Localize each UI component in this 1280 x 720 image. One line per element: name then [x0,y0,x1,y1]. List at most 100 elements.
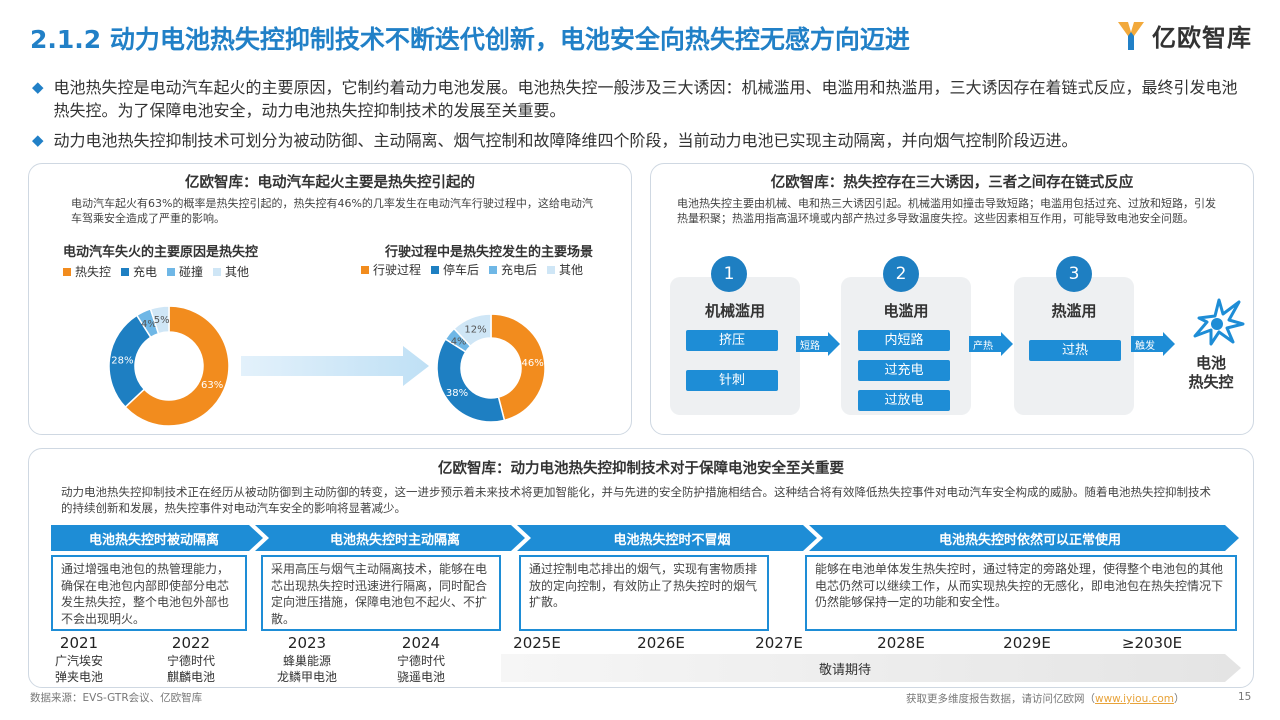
phase-label-2: 电池热失控时主动隔离 [329,532,460,548]
legend-swatch [121,268,130,276]
phase-desc-3: 通过控制电芯排出的烟气，实现有害物质排放的定向控制，有效防止了热失控时的烟气扩散… [519,555,769,631]
bullet-2: ◆ 动力电池热失控抑制技术可划分为被动防御、主动隔离、烟气控制和故障降维四个阶段… [32,129,1252,152]
timeline-year: 2028E [877,634,925,652]
phase-desc-4: 能够在电池单体发生热失控时，通过特定的旁路处理，使得整个电池包的其他电芯仍然可以… [805,555,1237,631]
stage-name-3: 热滥用 [1051,302,1097,320]
stage-name-2: 电滥用 [883,302,929,320]
transition-arrow-icon [241,346,429,386]
legend-label: 充电后 [501,263,538,277]
donut-slice-其他 [149,305,170,335]
timeline-product: 骁遥电池 [396,670,445,684]
timeline-year: 2025E [513,634,561,652]
panel-desc: 动力电池热失控抑制技术正在经历从被动防御到主动防御的转变，这一进步预示着未来技术… [61,485,1211,515]
panel-title: 亿欧智库：电动汽车起火主要是热失控引起的 [185,175,475,191]
cause-item: 过充电 [858,360,950,381]
flow-arrow-1: 短路 [796,332,840,360]
donut-slice-其他 [452,313,492,348]
logo-icon [1118,21,1144,50]
donut-slice-行驶过程 [490,313,546,422]
timeline-year: 2024 [401,634,441,652]
legend-swatch [361,266,369,274]
bullet-text: 动力电池热失控抑制技术可划分为被动防御、主动隔离、烟气控制和故障降维四个阶段，当… [53,131,1078,150]
timeline-year: 2022 [171,634,211,652]
legend-swatch [431,266,440,274]
result-label: 电池 热失控 [1188,354,1234,391]
legend-label: 其他 [559,263,584,277]
phase-label-3: 电池热失控时不冒烟 [613,532,731,548]
donut-label: 46% [522,358,544,369]
legend-swatch [489,266,498,274]
legend-label: 行驶过程 [373,263,422,277]
legend-label: 充电 [133,265,158,279]
legend-item: 热失控 [63,263,111,280]
panel-desc: 电池热失控主要由机械、电和热三大诱因引起。机械滥用如撞击导致短路；电滥用包括过充… [677,197,1216,225]
future-band [501,654,1241,682]
chart-2-title: 行驶过程中是热失控发生的主要场景 [385,245,594,260]
bullet-text: 电池热失控是电动汽车起火的主要原因，它制约着动力电池发展。电池热失控一般涉及三大… [53,78,1238,120]
timeline-product: 龙鳞甲电池 [276,670,337,684]
timeline-year: 2029E [1003,634,1051,652]
flow-arrow-2: 产热 [969,332,1013,360]
page-number: 15 [1238,691,1252,703]
panel-desc: 电动汽车起火有63%的概率是热失控引起的，热失控有46%的几率发生在电动汽车行驶… [71,197,593,225]
timeline-year: 2023 [287,634,327,652]
diamond-icon: ◆ [32,131,44,149]
legend-swatch [213,268,222,276]
panel-title: 亿欧智库：动力电池热失控抑制技术对于保障电池安全至关重要 [438,461,844,477]
chart-1-title: 电动汽车失火的主要原因是热失控 [63,245,259,260]
cause-item: 针刺 [686,370,778,391]
donut-label: 4% [141,319,157,330]
timeline-year: 2021 [59,634,99,652]
donut-label: 5% [154,315,170,326]
donut-label: 63% [201,380,223,391]
data-source: 数据来源：EVS-GTR会议、亿欧智库 [30,692,203,704]
legend-item: 充电 [121,263,157,280]
cause-item: 过放电 [858,390,950,411]
brand-logo: 亿欧智库 [1116,18,1252,53]
legend-label: 停车后 [443,263,480,277]
chart-1-legend: 热失控 充电 碰撞 其他 [63,263,249,280]
timeline-product: 麒麟电池 [166,670,215,684]
legend-item: 其他 [547,261,583,278]
timeline-company: 蜂巢能源 [282,654,331,668]
explosion-icon [1193,298,1245,346]
flow-arrow-3: 触发 [1131,332,1175,360]
page-title: 2.1.2 动力电池热失控抑制技术不断迭代创新，电池安全向热失控无感方向迈进 [30,25,910,54]
timeline-company: 广汽埃安 [54,654,103,668]
phase-chevron-bar [51,525,1239,551]
diamond-icon: ◆ [32,78,44,96]
stage-number-2: 2 [883,256,919,292]
cause-item: 内短路 [858,330,950,351]
future-label: 敬请期待 [819,663,872,678]
donut-slice-热失控 [124,305,230,427]
website-link[interactable]: www.iyiou.com [1095,693,1175,705]
timeline-company: 宁德时代 [166,654,215,668]
legend-item: 碰撞 [167,263,203,280]
footer-cta: 获取更多维度报告数据，请访问亿欧网（www.iyiou.com） [906,693,1185,705]
legend-item: 其他 [213,263,249,280]
stage-number-1: 1 [711,256,747,292]
donut-label: 12% [464,324,486,335]
legend-label: 碰撞 [179,265,204,279]
legend-label: 热失控 [75,265,112,279]
donut-label: 38% [446,388,468,399]
timeline-year: 2026E [637,634,685,652]
donut-label: 28% [111,356,133,367]
bullet-1: ◆ 电池热失控是电动汽车起火的主要原因，它制约着动力电池发展。电池热失控一般涉及… [32,76,1252,122]
timeline-product: 弹夹电池 [54,670,103,684]
chart-2-legend: 行驶过程 停车后 充电后 其他 [361,261,583,278]
phase-label-4: 电池热失控时依然可以正常使用 [938,532,1121,548]
phase-desc-1: 通过增强电池包的热管理能力，确保在电池包内部即使部分电芯发生热失控，整个电池包外… [51,555,247,631]
stage-name-1: 机械滥用 [704,302,765,320]
donut-label: 4% [451,337,467,348]
timeline-company: 宁德时代 [396,654,445,668]
logo-text: 亿欧智库 [1152,24,1252,52]
legend-swatch [547,266,556,274]
legend-item: 行驶过程 [361,261,421,278]
chart-1-donut: 63% 28% 4%5% [108,305,230,427]
timeline-year: ≥2030E [1121,634,1183,652]
phase-desc-2: 采用高压与烟气主动隔离技术，能够在电芯出现热失控时迅速进行隔离，同时配合定向泄压… [261,555,501,631]
chart-2-donut: 46% 38% 4% 12% [436,313,546,422]
legend-item: 充电后 [489,261,537,278]
legend-label: 其他 [225,265,250,279]
